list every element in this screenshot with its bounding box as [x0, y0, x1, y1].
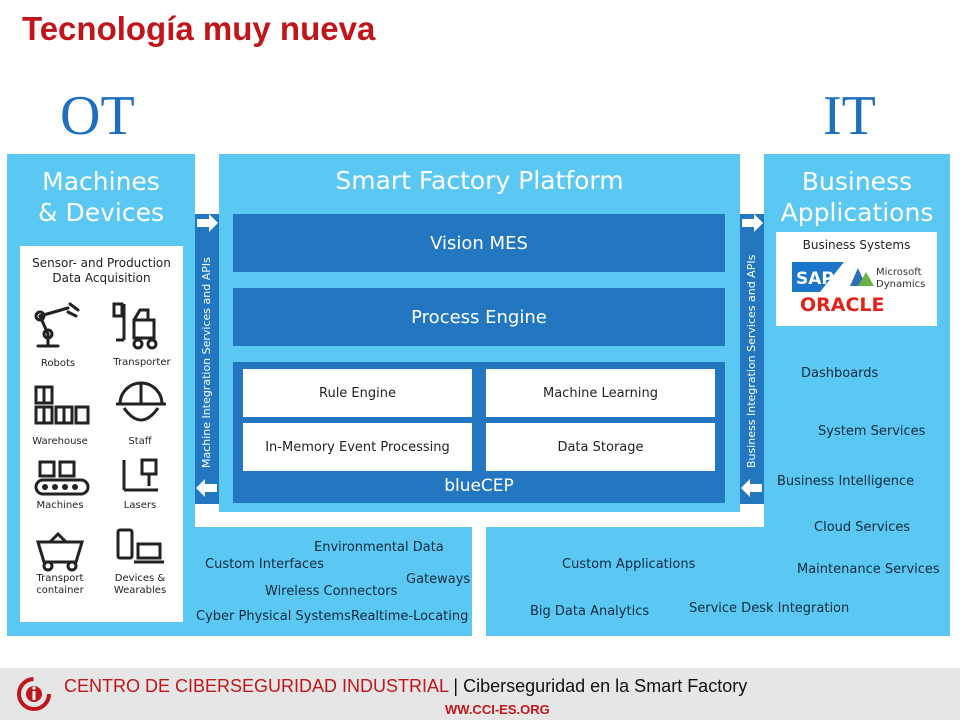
business-title-line1: Business: [801, 167, 913, 196]
sensor-title-line2: Data Acquisition: [52, 271, 151, 285]
business-title-line2: Applications: [780, 198, 934, 227]
bottom-left-panel: [195, 527, 472, 636]
footer-bar: [0, 668, 960, 720]
item-big-data: Big Data Analytics: [530, 604, 650, 619]
rule-engine-box: Rule Engine: [243, 369, 472, 417]
business-panel-title: Business Applications: [764, 166, 950, 228]
devices-icon: [116, 528, 164, 564]
ot-label: OT: [60, 85, 135, 147]
footer-url[interactable]: WW.CCI-ES.ORG: [445, 702, 550, 717]
it-label: IT: [823, 85, 876, 147]
forklift-icon: [112, 302, 158, 350]
bottom-mid-panel: [486, 527, 764, 636]
process-engine-box: Process Engine: [233, 288, 725, 346]
sensor-box-title: Sensor- and Production Data Acquisition: [20, 256, 183, 286]
footer-org: CENTRO DE CIBERSEGURIDAD INDUSTRIAL: [64, 676, 449, 696]
robot-arm-icon: [34, 302, 80, 348]
device-label-transport-container: Transport container: [36, 573, 84, 596]
laser-icon: [122, 458, 158, 492]
service-business-intelligence: Business Intelligence: [777, 474, 915, 489]
service-system: System Services: [818, 424, 926, 439]
footer-subtitle: Ciberseguridad en la Smart Factory: [463, 676, 748, 696]
sensor-title-line1: Sensor- and Production: [32, 256, 171, 270]
footer-text: CENTRO DE CIBERSEGURIDAD INDUSTRIAL | Ci…: [64, 676, 747, 697]
business-integration-label: Business Integration Services and APIs: [745, 254, 758, 468]
oracle-logo-text: ORACLE: [800, 294, 885, 316]
sap-logo-text: SAP: [796, 269, 834, 289]
item-custom-applications: Custom Applications: [562, 557, 696, 572]
device-label-machines: Machines: [36, 500, 84, 511]
machines-title-line2: & Devices: [38, 198, 164, 227]
service-maintenance: Maintenance Services: [797, 562, 940, 577]
cci-logo-icon: [17, 677, 51, 711]
oracle-logo: ORACLE: [800, 294, 885, 316]
device-label-devices-wearables: Devices & Wearables: [113, 573, 167, 596]
arrow-right-icon: [197, 214, 218, 232]
service-dashboards: Dashboards: [801, 366, 879, 381]
service-cloud: Cloud Services: [814, 520, 911, 535]
footer-separator: |: [448, 676, 464, 696]
item-service-desk: Service Desk Integration: [689, 601, 850, 616]
machines-title-line1: Machines: [42, 167, 160, 196]
arrow-left-icon: [741, 479, 762, 497]
business-integration-strip: [740, 214, 764, 504]
device-label-transporter: Transporter: [113, 357, 171, 368]
sap-logo: SAP: [792, 262, 844, 292]
page-title: Tecnología muy nueva: [22, 10, 376, 47]
item-environmental-data: Environmental Data: [314, 540, 444, 555]
item-cyber-physical: Cyber Physical Systems: [196, 609, 351, 624]
machine-integration-strip: [195, 214, 219, 504]
bluecep-label: blueCEP: [444, 476, 514, 496]
item-realtime-locating: Realtime-Locating: [351, 609, 469, 624]
device-label-lasers: Lasers: [123, 500, 157, 511]
hardhat-icon: [116, 381, 166, 422]
item-custom-interfaces: Custom Interfaces: [205, 557, 324, 572]
microsoft-dynamics-logo: Microsoft Dynamics: [850, 267, 925, 290]
item-wireless-connectors: Wireless Connectors: [265, 584, 398, 599]
arrow-left-icon: [196, 479, 217, 497]
machines-panel-title: Machines & Devices: [7, 166, 195, 228]
ms-logo-line1: Microsoft: [876, 267, 922, 278]
device-label-warehouse: Warehouse: [32, 436, 88, 447]
cart-icon: [35, 531, 85, 572]
arrow-right-icon: [742, 214, 763, 232]
platform-title: Smart Factory Platform: [335, 166, 624, 195]
item-gateways: Gateways: [406, 572, 471, 587]
business-systems-title: Business Systems: [802, 238, 911, 252]
device-label-robots: Robots: [40, 358, 76, 369]
warehouse-icon: [34, 385, 90, 425]
conveyor-icon: [34, 460, 90, 496]
machine-learning-box: Machine Learning: [486, 369, 715, 417]
ms-logo-line2: Dynamics: [876, 279, 925, 290]
vision-mes-box: Vision MES: [233, 214, 725, 272]
in-memory-box: In-Memory Event Processing: [243, 423, 472, 471]
machine-integration-label: Machine Integration Services and APIs: [200, 257, 213, 468]
data-storage-box: Data Storage: [486, 423, 715, 471]
device-label-staff: Staff: [128, 436, 152, 447]
